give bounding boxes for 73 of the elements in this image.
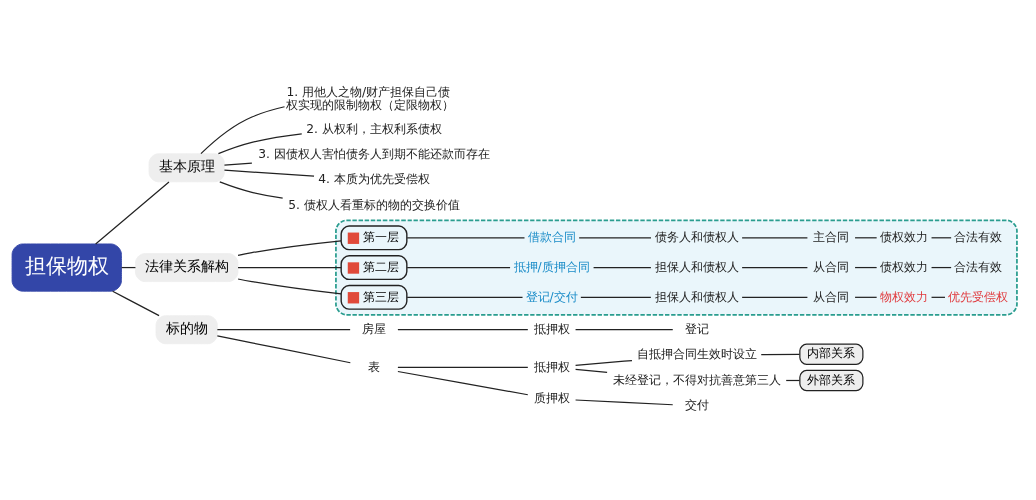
node-text: 合法有效	[954, 229, 1003, 244]
connector	[219, 180, 284, 199]
connector	[217, 132, 303, 154]
node-text: 抵押/质押合同	[513, 259, 590, 274]
node-text: 未经登记，不得对抗善意第三人	[612, 372, 781, 387]
connector	[406, 236, 526, 238]
connector	[406, 266, 511, 268]
node-text: 债权效力	[880, 259, 929, 274]
node-text: 质押权	[533, 390, 570, 405]
connector	[112, 290, 160, 316]
node-box: 第二层	[340, 254, 408, 280]
connector	[574, 359, 633, 366]
node-text: 登记/交付	[525, 289, 578, 304]
connector	[930, 266, 952, 268]
node-text: 债务人和债权人	[654, 229, 739, 244]
node-text: 1. 用他人之物/财产担保自己债权实现的限制物权（定限物权）	[286, 84, 455, 112]
node-text: 从合同	[813, 289, 850, 304]
connector	[216, 328, 351, 330]
connector	[741, 266, 808, 268]
connector	[95, 180, 170, 245]
connector	[200, 105, 286, 154]
node-text: 债权效力	[880, 229, 929, 244]
node-text: 合法有效	[954, 259, 1003, 274]
connector	[216, 334, 351, 363]
connector	[760, 353, 801, 355]
connector	[854, 236, 878, 238]
connector	[854, 296, 878, 298]
connector	[574, 328, 674, 330]
connector	[397, 328, 529, 330]
connector	[574, 398, 674, 405]
cluster	[335, 218, 1018, 316]
connector	[854, 266, 878, 268]
connector	[397, 370, 529, 395]
node-text: 优先受偿权	[948, 289, 1009, 304]
connector	[237, 266, 342, 268]
node-text: 担保人和债权人	[654, 289, 739, 304]
node-box: 内部关系	[799, 343, 864, 365]
node-text: 5. 债权人看重标的物的交换价值	[288, 197, 460, 212]
connector	[223, 169, 315, 177]
connector	[578, 236, 652, 238]
connector	[397, 366, 529, 368]
connector	[574, 368, 608, 373]
node-text: 交付	[684, 397, 709, 412]
node-text: 主合同	[813, 229, 850, 244]
node-text: 2. 从权利，主权利系债权	[306, 121, 442, 136]
node-box: 第三层	[340, 284, 408, 310]
node-text: 抵押权	[533, 321, 570, 336]
node-text: 从合同	[813, 259, 850, 274]
node-box: 标的物	[155, 314, 218, 344]
connector	[237, 239, 342, 256]
connector	[741, 236, 808, 238]
connector	[223, 162, 253, 166]
node-text: 4. 本质为优先受偿权	[318, 171, 430, 186]
connector	[237, 277, 342, 295]
node-text: 3. 因债权人害怕债务人到期不能还款而存在	[258, 146, 490, 161]
node-text: 担保人和债权人	[654, 259, 739, 274]
node-text: 表	[368, 359, 381, 374]
connector	[741, 296, 808, 298]
node-text: 自抵押合同生效时设立	[636, 346, 757, 361]
connector	[580, 296, 652, 298]
node-box: 担保物权	[11, 243, 122, 292]
node-text: 登记	[684, 321, 709, 336]
node-box: 基本原理	[148, 152, 225, 182]
connector	[406, 296, 524, 298]
node-text: 借款合同	[527, 229, 576, 244]
node-text: 物权效力	[880, 289, 929, 304]
node-box: 外部关系	[799, 369, 864, 391]
connector	[930, 236, 952, 238]
node-box: 第一层	[340, 224, 408, 250]
node-text: 房屋	[362, 321, 387, 336]
node-box: 法律关系解构	[135, 252, 239, 282]
node-text: 抵押权	[533, 359, 570, 374]
connector	[592, 266, 652, 268]
